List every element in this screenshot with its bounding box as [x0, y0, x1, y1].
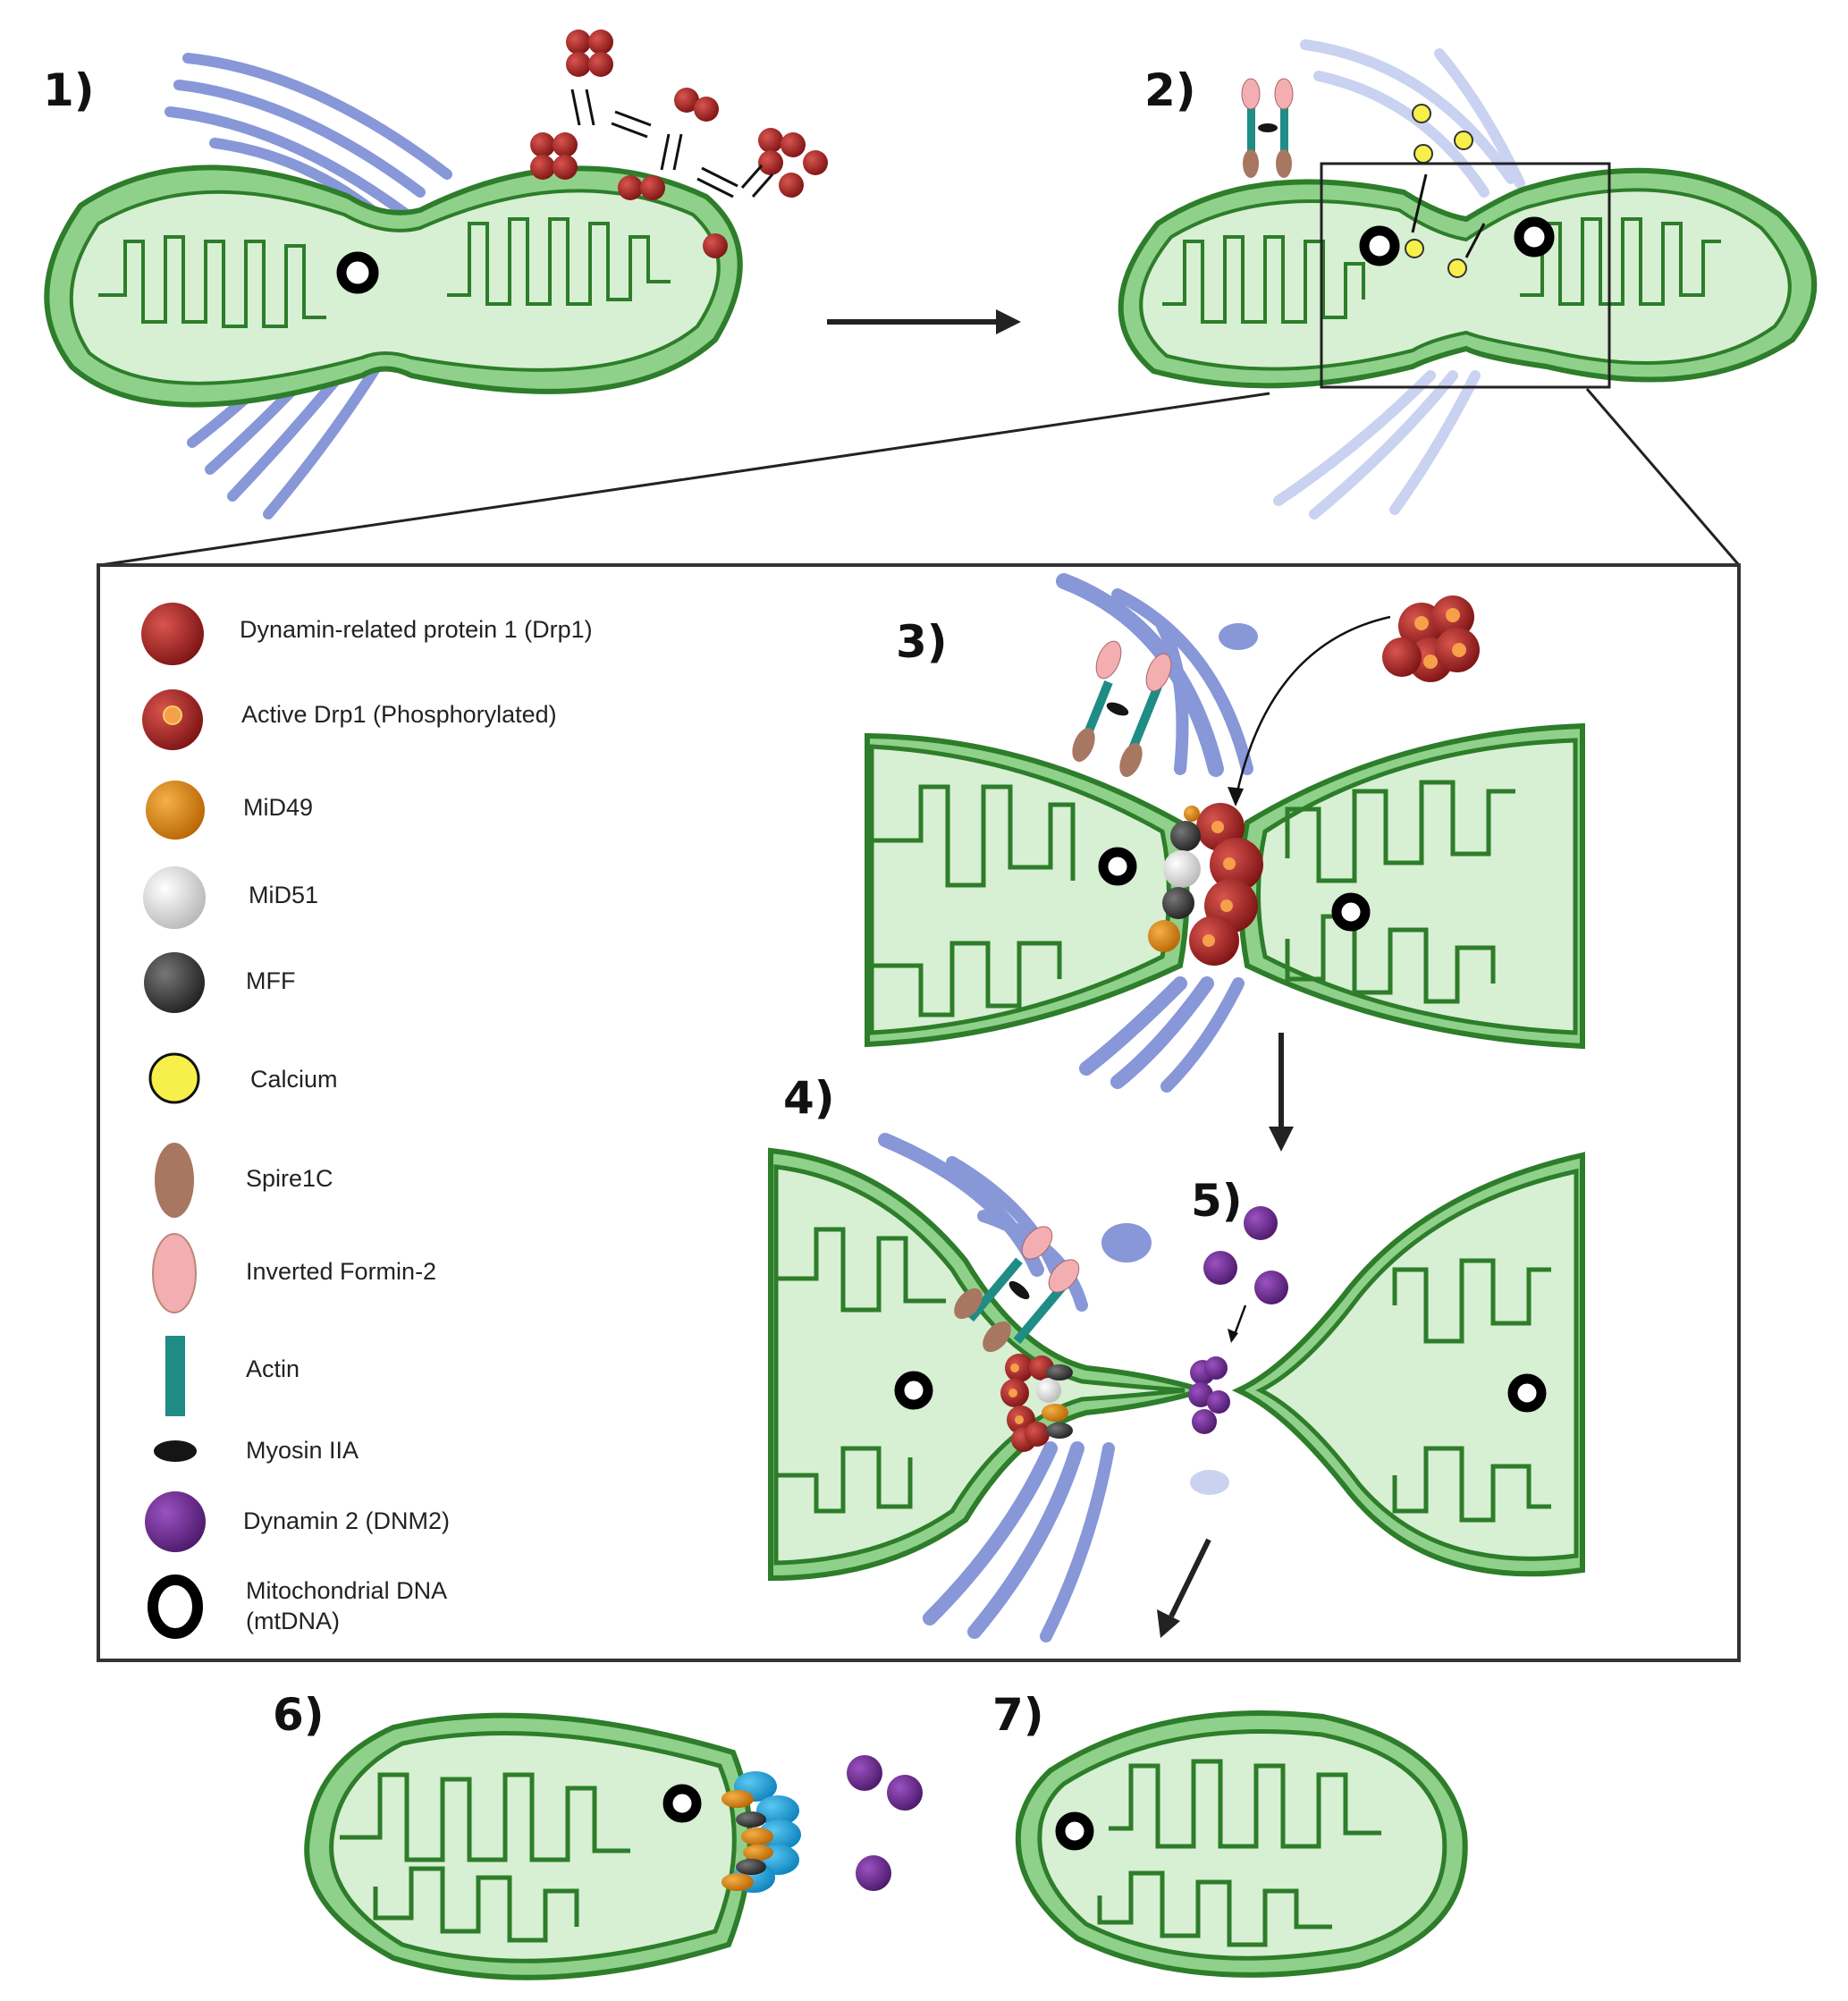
svg-text:Mitochondrial DNA: Mitochondrial DNA	[246, 1577, 447, 1604]
svg-text:Dynamin 2 (DNM2): Dynamin 2 (DNM2)	[243, 1507, 450, 1534]
panel-7: 7)	[992, 1689, 1468, 1978]
actin-complex-4	[954, 1226, 1080, 1353]
mitochondrion-1	[44, 165, 743, 408]
zoom-panel-frame	[97, 563, 1741, 1662]
legend-item-myosin-iia: Myosin IIA	[154, 1437, 359, 1464]
legend-item-dynamin-2: Dynamin 2 (DNM2)	[145, 1491, 450, 1552]
arrow-1-to-2	[827, 309, 1021, 334]
panel-2: 2)	[99, 39, 1818, 567]
legend-item-mff: MFF	[144, 952, 295, 1013]
mtdna-icon	[662, 1784, 702, 1823]
step-label-5: 5)	[1191, 1175, 1243, 1227]
panel-3: 3)	[865, 573, 1585, 1093]
svg-text:Dynamin-related protein 1 (Drp: Dynamin-related protein 1 (Drp1)	[240, 616, 593, 643]
legend-item-mid51: MiD51	[143, 866, 318, 929]
mitochondrion-4-right	[1231, 1152, 1585, 1577]
mtdna-icon	[1331, 892, 1371, 932]
legend-item-mtdna: Mitochondrial DNA (mtDNA)	[148, 1575, 447, 1639]
actin-complex-2	[1241, 78, 1294, 178]
svg-text:MiD51: MiD51	[249, 882, 318, 908]
recruitment-arrow	[1235, 615, 1391, 797]
drp1-oligomer-incoming	[1382, 595, 1480, 682]
step-label-6: 6)	[273, 1689, 325, 1741]
mitochondrion-3-right	[1237, 722, 1585, 1050]
legend: Dynamin-related protein 1 (Drp1) Active …	[141, 603, 593, 1639]
mitochondrion-3-left	[865, 732, 1190, 1048]
zoom-box	[1320, 162, 1611, 389]
panel-5: 5)	[1188, 1175, 1288, 1434]
svg-text:Myosin IIA: Myosin IIA	[246, 1437, 359, 1464]
dnm2-ring-5	[1188, 1356, 1230, 1434]
equilibrium-arrows-1	[570, 89, 774, 198]
mitochondrion-6	[304, 1712, 753, 1980]
step-label-1: 1)	[43, 64, 95, 116]
legend-item-calcium: Calcium	[148, 1052, 338, 1104]
zoom-line-right	[1585, 388, 1741, 566]
dnm2-released-6	[847, 1755, 923, 1891]
endoplasmic-reticulum-3	[1056, 573, 1258, 1093]
panel-1: 1)	[43, 30, 828, 519]
legend-item-actin: Actin	[165, 1336, 300, 1416]
mtdna-icon	[1359, 225, 1400, 266]
legend-item-drp1: Dynamin-related protein 1 (Drp1)	[141, 603, 593, 665]
mtdna-icon	[1514, 216, 1555, 258]
svg-text:Active Drp1 (Phosphorylated): Active Drp1 (Phosphorylated)	[241, 701, 557, 728]
step-label-2: 2)	[1144, 64, 1196, 116]
mtdna-icon	[1055, 1811, 1094, 1851]
mitochondrion-4-left	[768, 1147, 1212, 1582]
svg-text:(mtDNA): (mtDNA)	[246, 1608, 340, 1634]
zoom-line-left	[99, 392, 1270, 567]
dnm2-arrow	[1232, 1304, 1247, 1338]
arrow-3-to-4	[1269, 1033, 1294, 1152]
calcium-arrows-2	[1411, 173, 1486, 258]
endoplasmic-reticulum-4	[878, 1133, 1229, 1642]
mtdna-icon	[1507, 1373, 1547, 1413]
mtdna-icon	[894, 1371, 933, 1410]
drp1-oligomers-1	[530, 30, 828, 258]
mtdna-icon	[336, 251, 379, 294]
legend-item-mid49: MiD49	[146, 781, 313, 840]
svg-text:MFF: MFF	[246, 967, 295, 994]
arrow-to-6-7	[1157, 1538, 1211, 1638]
fission-complex-remnant-6	[721, 1771, 801, 1893]
svg-text:Spire1C: Spire1C	[246, 1165, 333, 1192]
mitochondrion-7	[1015, 1710, 1468, 1978]
legend-item-inverted-formin-2: Inverted Formin-2	[152, 1233, 436, 1313]
svg-text:MiD49: MiD49	[243, 794, 313, 821]
step-label-3: 3)	[896, 616, 948, 668]
svg-text:Calcium: Calcium	[250, 1066, 338, 1093]
panel-4: 4)	[768, 1072, 1585, 1642]
step-label-7: 7)	[992, 1689, 1044, 1741]
fission-complex-4	[1000, 1354, 1073, 1452]
panel-6: 6)	[273, 1689, 923, 1980]
calcium-ions-2	[1405, 104, 1473, 278]
mitochondrion-2	[1118, 167, 1818, 389]
svg-text:Actin: Actin	[246, 1355, 300, 1382]
legend-item-active-drp1: Active Drp1 (Phosphorylated)	[142, 689, 557, 750]
step-label-4: 4)	[783, 1072, 835, 1124]
legend-item-spire1c: Spire1C	[155, 1143, 333, 1218]
actin-complex-3	[1072, 640, 1172, 777]
svg-text:Inverted Formin-2: Inverted Formin-2	[246, 1258, 436, 1285]
endoplasmic-reticulum-2	[1273, 39, 1525, 519]
dnm2-free-5	[1203, 1206, 1288, 1304]
fission-complex-3	[1148, 803, 1263, 966]
mtdna-icon	[1098, 847, 1137, 886]
